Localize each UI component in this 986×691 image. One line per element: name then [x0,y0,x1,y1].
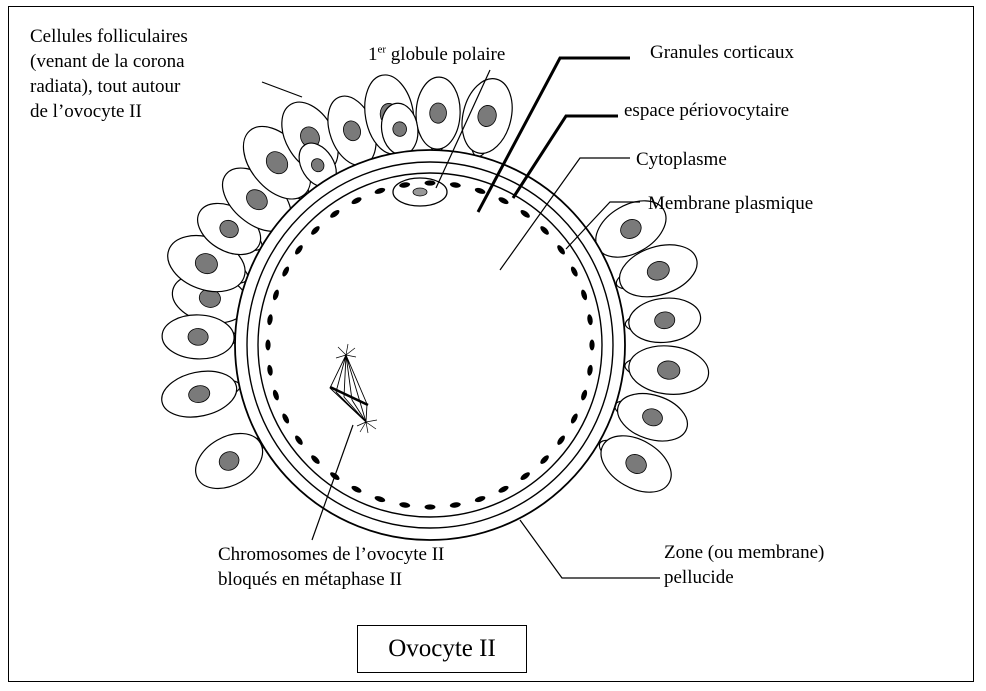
follicular-cell [454,73,520,162]
label-plasma-membrane: Membrane plasmique [648,191,813,216]
follicular-cell [415,76,462,153]
label-cortical-granules: Granules corticaux [650,40,794,65]
follicular-cell [157,364,244,424]
label-chromosomes: Chromosomes de l’ovocyte II bloqués en m… [218,542,444,592]
label-polar-body: 1er globule polaire [368,42,505,67]
label-perivitelline-space: espace périovocytaire [624,98,789,123]
label-cytoplasm: Cytoplasme [636,147,727,172]
cortical-granule [265,340,270,351]
cortical-granule [425,504,436,509]
figure-title: Ovocyte II [357,625,527,673]
follicular-cell [623,295,703,347]
zona-pellucida [235,150,625,540]
cortical-granule [425,180,436,185]
polar-body-nucleus [413,188,427,196]
label-zona-pellucida: Zone (ou membrane) pellucide [664,540,824,590]
cortical-granule [589,340,594,351]
label-follicular-cells: Cellules folliculaires (venant de la cor… [30,24,188,124]
follicular-cell [622,342,711,399]
